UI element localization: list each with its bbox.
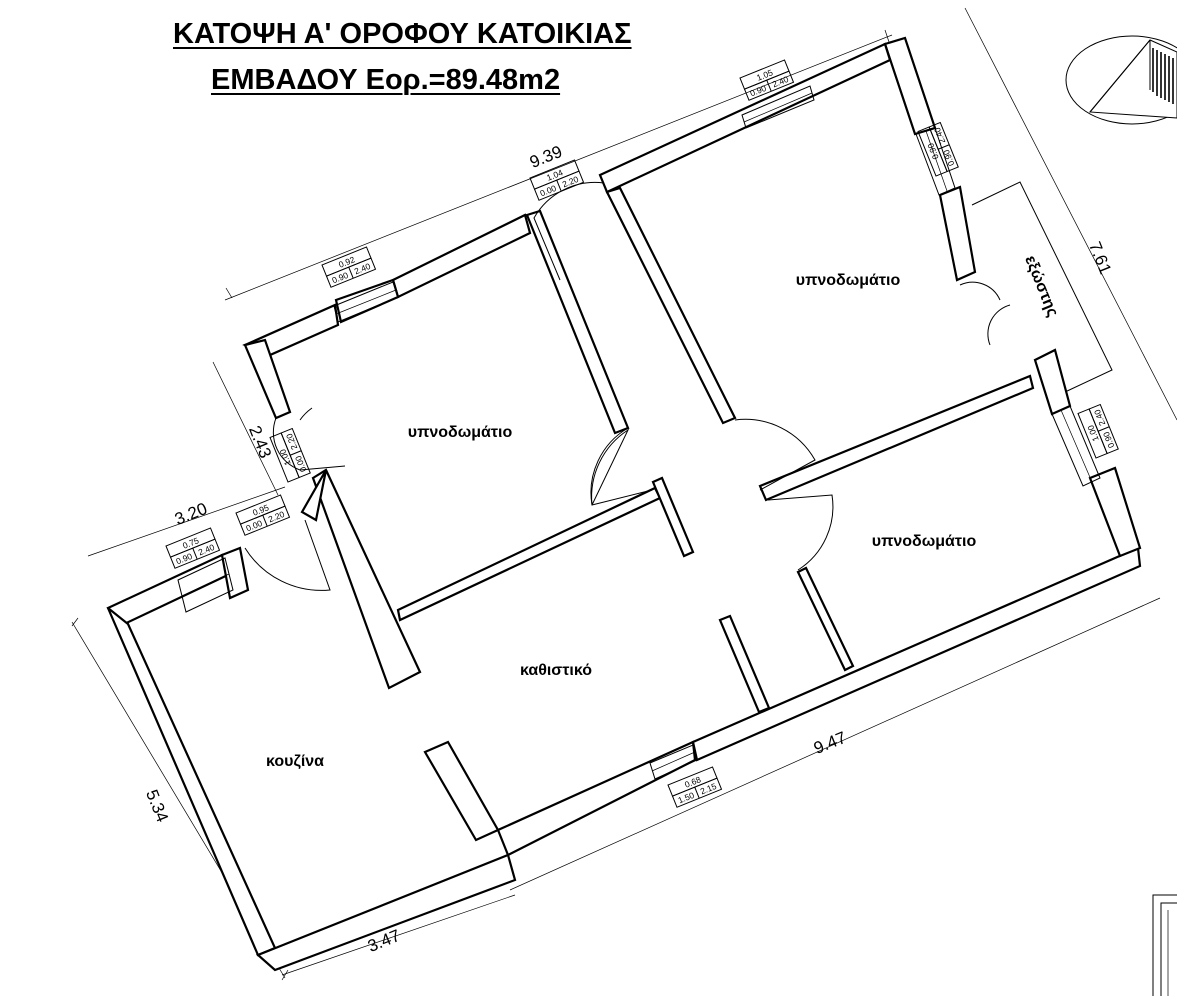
opening-tag: 0.92 0.90 2.40 [321, 246, 377, 288]
room-label-living: καθιστικό [520, 662, 592, 679]
plan-title: ΚΑΤΟΨΗ Α' ΟΡΟΦΟΥ ΚΑΤΟΙΚΙΑΣ [173, 18, 632, 50]
dimension-entry-width: 3.20 [172, 499, 210, 529]
room-label-bedroom-east: υπνοδωμάτιο [872, 533, 977, 550]
dimension-bottom-right: 9.47 [811, 728, 849, 758]
dimension-right: 7.61 [1085, 239, 1115, 277]
opening-tag: 0.68 1.50 2.15 [667, 766, 723, 808]
opening-tag: 0.75 0.90 2.40 [165, 527, 221, 569]
interior-walls [220, 186, 1035, 842]
balcony [971, 181, 1113, 393]
north-arrow-icon [1065, 35, 1177, 125]
exterior-walls [106, 36, 1142, 972]
title-block: ΚΑΤΟΨΗ Α' ΟΡΟΦΟΥ ΚΑΤΟΙΚΙΑΣ ΕΜΒΑΔΟΥ Εορ.=… [0, 0, 760, 110]
adjacent-drawing-edge [1152, 894, 1177, 996]
opening-tag: 1.00 0.00 2.20 [269, 427, 311, 483]
room-label-bedroom-west: υπνοδωμάτιο [408, 424, 513, 441]
plan-area-title: ΕΜΒΑΔΟΥ Εορ.=89.48m2 [211, 64, 561, 96]
room-label-kitchen: κουζίνα [266, 753, 324, 770]
opening-tag: 1.04 0.00 2.20 [529, 159, 585, 201]
dimension-lines [71, 7, 1177, 981]
dimension-entry-depth: 2.43 [245, 423, 275, 461]
opening-tag: 1.05 0.90 2.40 [739, 59, 795, 101]
opening-tag: 0.90 0.90 2.40 [917, 121, 959, 177]
window-panes [177, 85, 1101, 780]
opening-tag: 0.95 0.00 2.20 [235, 494, 291, 536]
room-label-balcony: εξώστης [1021, 253, 1061, 319]
room-label-bedroom-north: υπνοδωμάτιο [796, 272, 901, 289]
dimension-left: 5.34 [142, 787, 172, 825]
opening-tag: 1.00 0.90 2.40 [1077, 403, 1119, 459]
door-swings [244, 181, 1011, 591]
